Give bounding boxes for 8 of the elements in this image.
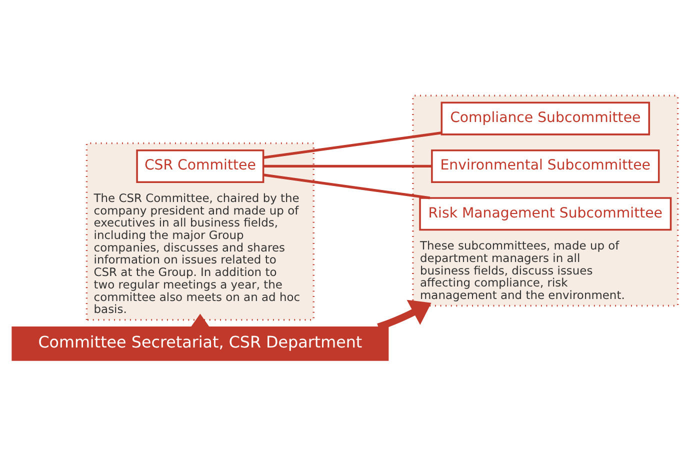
- connector: [263, 174, 430, 200]
- node-box: CSR Committee: [136, 149, 264, 183]
- connector: [263, 132, 442, 159]
- connector: [264, 164, 432, 168]
- arrow: [377, 300, 432, 330]
- node-box: Compliance Subcommittee: [440, 102, 650, 136]
- node-box: Environmental Subcommittee: [431, 149, 660, 183]
- node-box: Risk Management Subcommittee: [419, 197, 672, 231]
